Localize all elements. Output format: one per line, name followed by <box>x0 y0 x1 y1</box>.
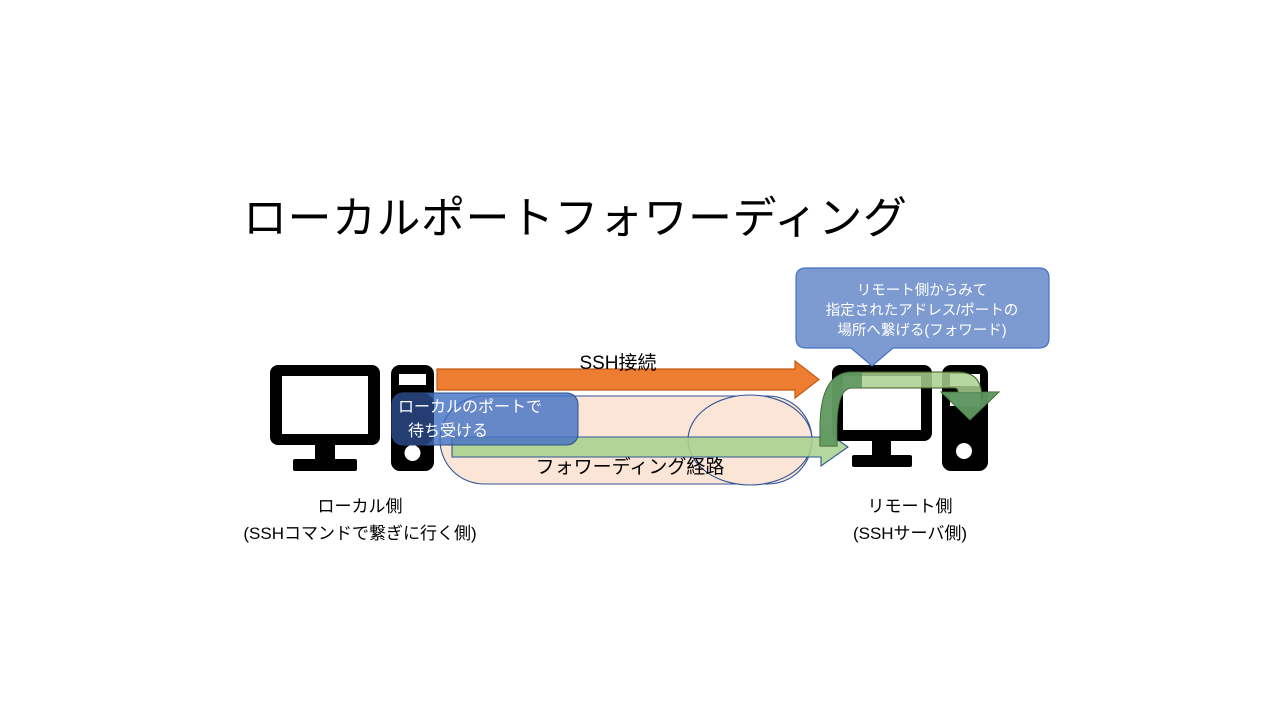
callout-line-1: リモート側からみて <box>856 283 988 299</box>
ssh-connection-label: SSH接続 <box>0 348 1280 375</box>
monitor-icon <box>270 365 380 471</box>
note-box <box>391 392 579 446</box>
page-title: ローカルポートフォワーディング <box>243 194 908 243</box>
forwarding-path-label-text: フォワーディング経路 <box>535 457 725 478</box>
remote-caption-line-2: (SSHサーバ側) <box>852 524 968 543</box>
forwarding-path-label: フォワーディング経路 <box>0 452 1280 479</box>
note-line-2: 待ち受ける <box>408 423 489 440</box>
local-caption-line-1: ローカル側 <box>317 497 403 516</box>
callout-line-3: 場所へ繋げる(フォワード) <box>837 323 1007 339</box>
callout-bubble <box>795 267 1050 367</box>
remote-side-caption: リモート側 (SSHサーバ側) <box>762 493 1058 547</box>
local-caption-line-2: (SSHコマンドで繋ぎに行く側) <box>243 524 477 543</box>
ssh-connection-label-text: SSH接続 <box>579 353 657 374</box>
note-line-1: ローカルのポートで <box>398 399 543 416</box>
remote-caption-line-1: リモート側 <box>867 497 953 516</box>
local-side-caption: ローカル側 (SSHコマンドで繋ぎに行く側) <box>202 493 518 547</box>
ssh-connection-arrow <box>436 359 820 400</box>
callout-line-2: 指定されたアドレス/ポートの <box>825 303 1019 319</box>
remote-forward-callout-text: リモート側からみて 指定されたアドレス/ポートの 場所へ繋げる(フォワード) <box>800 281 1044 341</box>
local-listen-note-text: ローカルのポートで 待ち受ける <box>398 396 574 444</box>
remote-forward-elbow-arrow <box>819 371 1001 447</box>
